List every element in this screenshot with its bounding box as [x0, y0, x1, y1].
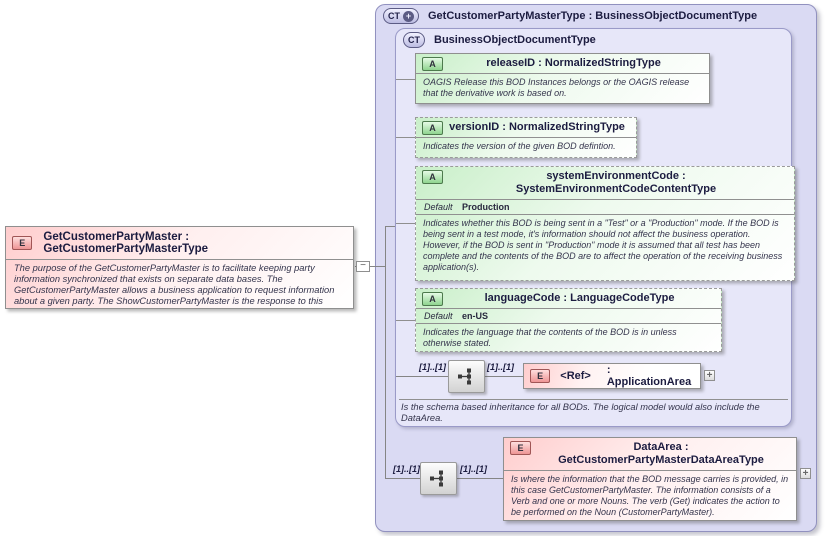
- sequence-connector-icon: [448, 360, 485, 393]
- sequence-connector-icon: [420, 462, 457, 495]
- cardinality-label: [1]..[1]: [460, 464, 487, 474]
- element-icon: E: [12, 236, 33, 250]
- element-title: GetCustomerPartyMaster : GetCustomerPart…: [43, 231, 209, 255]
- expand-button[interactable]: +: [800, 468, 811, 479]
- complex-type-icon: CT: [403, 32, 425, 48]
- attribute-title: versionID : NormalizedStringType: [449, 121, 625, 133]
- ct-badge-label: CT: [408, 35, 420, 45]
- connector-line: [386, 478, 420, 479]
- connector-line: [483, 376, 523, 377]
- attribute-box-systemenvironmentcode[interactable]: A systemEnvironmentCode : SystemEnvironm…: [415, 166, 795, 281]
- attribute-box-languagecode[interactable]: A languageCode : LanguageCodeType Defaul…: [415, 288, 722, 352]
- footnote-separator: [399, 399, 788, 400]
- attribute-description: Indicates the version of the given BOD d…: [423, 141, 616, 151]
- cardinality-label: [1]..[1]: [487, 362, 514, 372]
- element-box-applicationarea[interactable]: E <Ref> : ApplicationArea: [523, 363, 701, 389]
- element-icon: E: [510, 441, 531, 455]
- attribute-icon: A: [422, 121, 443, 135]
- connector-line: [455, 478, 503, 479]
- default-value-row: Default Production: [416, 200, 794, 215]
- element-description: The purpose of the GetCustomerPartyMaste…: [14, 263, 335, 308]
- element-title: DataArea : GetCustomerPartyMasterDataAre…: [558, 441, 764, 466]
- derived-plus-icon: +: [403, 10, 414, 22]
- attribute-box-releaseid[interactable]: A releaseID : NormalizedStringType OAGIS…: [415, 53, 710, 104]
- default-value-row: Default en-US: [416, 309, 721, 324]
- default-label: Default: [424, 311, 453, 321]
- element-ref-name: <Ref>: [560, 370, 591, 382]
- attribute-title: systemEnvironmentCode : SystemEnvironmen…: [515, 170, 717, 195]
- base-type-header[interactable]: CT BusinessObjectDocumentType: [403, 32, 596, 48]
- attribute-connector-stub: [396, 137, 415, 138]
- attribute-title-row: A systemEnvironmentCode : SystemEnvironm…: [416, 167, 794, 200]
- default-value: en-US: [462, 311, 489, 321]
- complex-type-header[interactable]: CT+ GetCustomerPartyMasterType : Busines…: [383, 8, 757, 24]
- element-icon: E: [530, 369, 551, 383]
- attribute-connector-stub: [396, 79, 415, 80]
- attribute-title-row: A versionID : NormalizedStringType: [416, 118, 636, 138]
- element-box-dataarea[interactable]: E DataArea : GetCustomerPartyMasterDataA…: [503, 437, 797, 521]
- attribute-icon: A: [422, 292, 443, 306]
- connector-line: [355, 266, 385, 267]
- base-type-footnote: Is the schema based inheritance for all …: [401, 402, 760, 423]
- element-ref-type: : ApplicationArea: [606, 364, 692, 388]
- cardinality-label: [1]..[1]: [393, 464, 420, 474]
- attribute-icon: A: [422, 57, 443, 71]
- attribute-connector-stub: [396, 223, 415, 224]
- element-title-row: E GetCustomerPartyMaster : GetCustomerPa…: [6, 227, 353, 260]
- attribute-icon: A: [422, 170, 443, 184]
- base-type-title: BusinessObjectDocumentType: [434, 34, 596, 46]
- attribute-title-row: A releaseID : NormalizedStringType: [416, 54, 709, 74]
- collapse-button[interactable]: −: [356, 261, 370, 272]
- attribute-box-versionid[interactable]: A versionID : NormalizedStringType Indic…: [415, 117, 637, 158]
- default-label: Default: [424, 202, 453, 212]
- expand-button[interactable]: +: [704, 370, 715, 381]
- attribute-title: languageCode : LanguageCodeType: [484, 292, 675, 304]
- connector-line: [385, 226, 395, 227]
- attribute-description: OAGIS Release this BOD Instances belongs…: [423, 77, 690, 98]
- default-value: Production: [462, 202, 510, 212]
- attribute-title-row: A languageCode : LanguageCodeType: [416, 289, 721, 309]
- ct-badge-label: CT: [388, 11, 400, 21]
- complex-type-icon: CT+: [383, 8, 419, 24]
- attribute-description: Indicates whether this BOD is being sent…: [423, 218, 783, 272]
- attribute-connector-stub: [396, 320, 415, 321]
- cardinality-label: [1]..[1]: [419, 362, 446, 372]
- connector-line: [396, 376, 448, 377]
- connector-spine: [385, 226, 386, 479]
- element-title-row: E DataArea : GetCustomerPartyMasterDataA…: [504, 438, 796, 471]
- element-description: Is where the information that the BOD me…: [511, 474, 789, 517]
- complex-type-title: GetCustomerPartyMasterType : BusinessObj…: [428, 10, 758, 22]
- attribute-description: Indicates the language that the contents…: [423, 327, 677, 348]
- attribute-title: releaseID : NormalizedStringType: [486, 57, 661, 69]
- element-box-getcustomerpartymaster[interactable]: E GetCustomerPartyMaster : GetCustomerPa…: [5, 226, 354, 309]
